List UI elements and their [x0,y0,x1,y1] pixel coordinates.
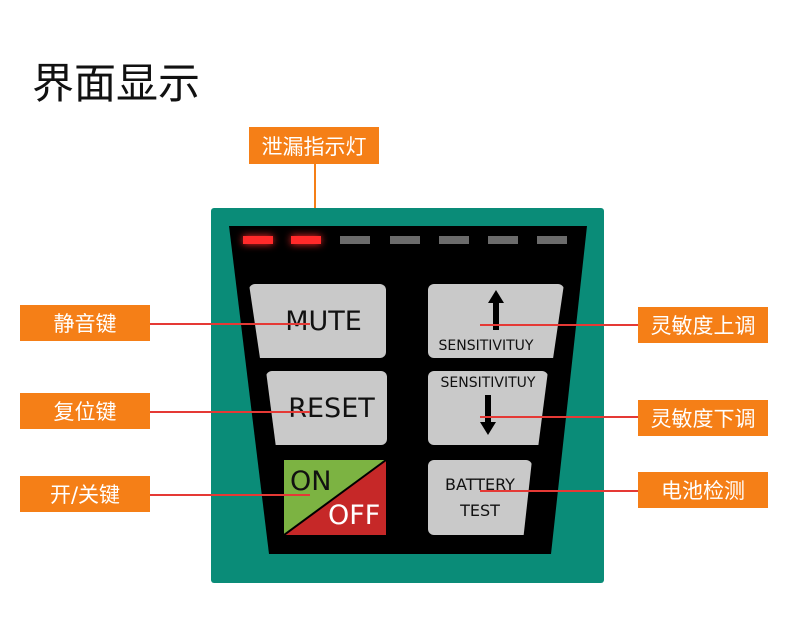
reset-label: RESET [288,392,375,424]
leader-line-leak [314,164,316,236]
mute-label: MUTE [285,305,362,337]
battery-test-button[interactable]: BATTERY TEST [428,460,532,535]
on-label: ON [290,466,332,497]
page-title: 界面显示 [32,59,201,108]
led-1 [243,236,273,244]
leader-line-sens-down [480,416,638,418]
led-4 [390,236,420,244]
sensitivity-up-label: SENSITIVITUY [438,338,534,354]
sensitivity-down-label: SENSITIVITUY [440,375,536,391]
callout-mute: 静音键 [20,305,150,341]
reset-button[interactable]: RESET [266,371,387,445]
mute-button[interactable]: MUTE [249,284,386,358]
led-2 [291,236,321,244]
arrow-up-icon [488,290,504,330]
leader-line-mute [150,323,310,325]
callout-onoff: 开/关键 [20,476,150,512]
onoff-graphic [284,460,386,535]
onoff-button[interactable]: ON OFF [284,460,386,535]
led-5 [439,236,469,244]
leader-line-reset [150,411,310,413]
leader-line-onoff [150,494,310,496]
callout-battery: 电池检测 [638,472,768,508]
leader-line-sens-up [480,324,638,326]
leader-line-battery [480,490,638,492]
led-6 [488,236,518,244]
callout-sensitivity-up: 灵敏度上调 [638,307,768,343]
sensitivity-up-button[interactable]: SENSITIVITUY [428,284,564,358]
off-label: OFF [328,500,381,531]
callout-reset: 复位键 [20,393,150,429]
arrow-down-icon [480,395,496,435]
led-3 [340,236,370,244]
led-7 [537,236,567,244]
callout-sensitivity-down: 灵敏度下调 [638,400,768,436]
sensitivity-down-button[interactable]: SENSITIVITUY [428,371,548,445]
battery-label-line2: TEST [460,500,500,520]
battery-label-line1: BATTERY [445,474,515,494]
callout-leak-indicator: 泄漏指示灯 [249,127,379,164]
